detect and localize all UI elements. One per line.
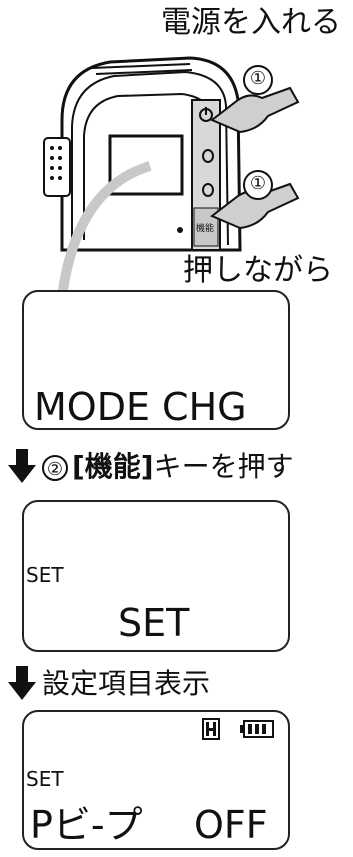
lcd-mode-text: MODE CHG xyxy=(34,385,247,429)
lcd-screen-beep: SET Pビ-プ OFF xyxy=(22,710,290,850)
device-illustration xyxy=(43,56,300,290)
step1-badge-function: ① xyxy=(249,173,267,194)
step2-number: ② xyxy=(42,455,68,481)
func-key-label: 機能 xyxy=(196,224,215,234)
step2-suffix: キーを押す xyxy=(153,450,294,483)
caption-while-holding: 押しながら xyxy=(183,253,333,288)
lcd-beep-value: OFF xyxy=(194,803,268,847)
lcd-screen-set: SET SET xyxy=(22,500,290,652)
caption-power-on: 電源を入れる xyxy=(161,5,341,40)
h-indicator-icon xyxy=(202,718,220,740)
function-key-name: [機能] xyxy=(72,450,154,483)
battery-icon xyxy=(240,720,274,738)
down-arrow-icon xyxy=(8,666,36,700)
down-arrow-icon xyxy=(8,449,36,483)
step1-badge-power: ① xyxy=(249,68,267,89)
step3-label: 設定項目表示 xyxy=(42,667,211,700)
step3-row: 設定項目表示 xyxy=(8,664,210,704)
lcd-set-small: SET xyxy=(26,563,64,587)
step2-row: ②[機能]キーを押す xyxy=(8,447,294,487)
lcd-beep-label: Pビ-プ xyxy=(30,803,143,847)
lcd-set-big: SET xyxy=(118,601,190,645)
lcd-screen-mode: MODE CHG xyxy=(22,290,290,430)
lcd-beep-small: SET xyxy=(26,767,64,791)
